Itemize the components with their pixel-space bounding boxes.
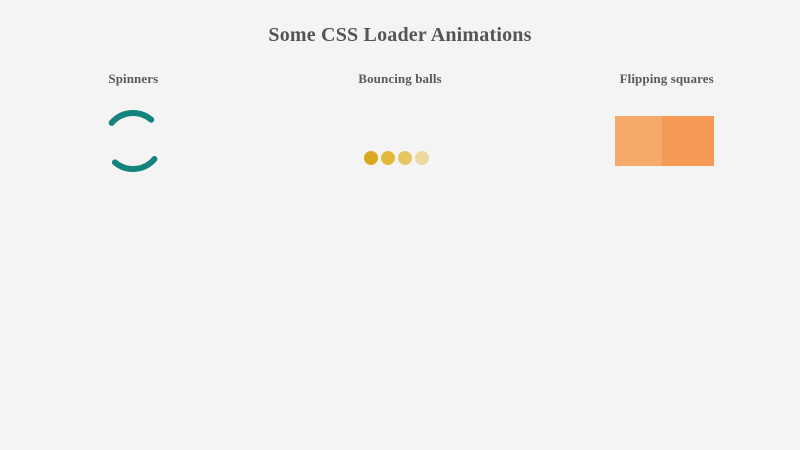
spinner-stage — [73, 96, 193, 186]
spinner-loader — [101, 109, 165, 173]
loader-section-flipping-squares: Flipping squares — [533, 70, 800, 190]
bouncing-ball-icon — [415, 151, 429, 165]
bouncing-balls-stage — [340, 96, 460, 186]
loader-section-spinners: Spinners — [0, 70, 267, 190]
flipping-squares-loader — [614, 114, 719, 168]
page-title: Some CSS Loader Animations — [268, 24, 532, 46]
loader-section-bouncing-balls: Bouncing balls — [267, 70, 534, 190]
spinner-arc-icon — [102, 110, 165, 172]
bouncing-ball-icon — [398, 151, 412, 165]
bouncing-ball-icon — [381, 151, 395, 165]
bouncing-ball-icon — [364, 151, 378, 165]
loader-demo-row: Spinners Bouncing balls Flipping squares — [0, 70, 800, 190]
flipping-square-icon — [614, 116, 667, 166]
flipping-squares-stage — [607, 96, 727, 186]
flipping-square-icon — [661, 116, 714, 166]
section-heading-bouncing-balls: Bouncing balls — [358, 71, 442, 86]
section-heading-flipping-squares: Flipping squares — [619, 71, 714, 86]
section-heading-spinners: Spinners — [108, 71, 159, 86]
bouncing-balls-loader — [364, 117, 436, 165]
